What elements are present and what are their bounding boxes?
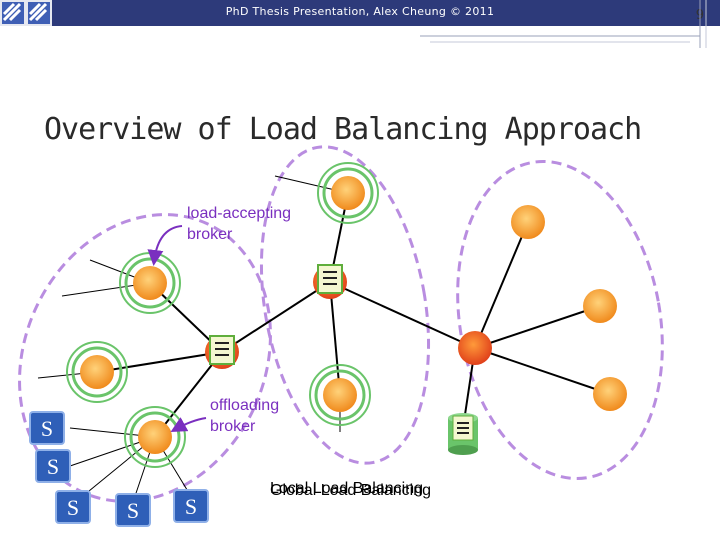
label-offloading-line2: broker xyxy=(210,418,256,435)
subscriber-box: S xyxy=(115,493,151,527)
subscriber-box: S xyxy=(55,490,91,524)
broker-right-top xyxy=(511,205,545,239)
header-bar: PhD Thesis Presentation, Alex Cheung © 2… xyxy=(0,0,720,26)
subscriber-box: S xyxy=(35,449,71,483)
svg-text:S: S xyxy=(41,416,53,441)
broker-right-hub xyxy=(458,331,492,365)
broker-top-middle xyxy=(317,162,379,224)
svg-text:S: S xyxy=(185,494,197,519)
logo-icon xyxy=(2,2,50,24)
label-offloading-line1: offloading xyxy=(210,397,279,414)
broker-right-bottom xyxy=(593,377,627,411)
svg-text:S: S xyxy=(67,495,79,520)
slide-title: Overview of Load Balancing Approach xyxy=(44,112,642,147)
broker-load-accepting xyxy=(119,252,181,314)
broker-right-middle xyxy=(583,289,617,323)
database-icon xyxy=(448,413,478,455)
caption-global: Global Load Balancing xyxy=(270,482,431,499)
svg-text:S: S xyxy=(47,454,59,479)
broker-left-middle xyxy=(66,341,128,403)
broker-offloading xyxy=(124,406,186,468)
caption-local: Local Load Balancing xyxy=(270,480,423,497)
local-group-middle-outline xyxy=(259,145,431,465)
label-load-accepting-line2: broker xyxy=(187,226,233,243)
header-decoration xyxy=(420,0,707,48)
offloading-arrow xyxy=(170,417,207,432)
local-group-left-outline xyxy=(18,213,272,503)
subscriber-box: S xyxy=(29,411,65,445)
document-icon xyxy=(209,335,235,365)
logo xyxy=(0,0,52,26)
load-accepting-arrow xyxy=(147,225,183,266)
subscriber-box: S xyxy=(173,489,209,523)
header-text: PhD Thesis Presentation, Alex Cheung © 2… xyxy=(225,5,495,18)
broker-middle-bottom xyxy=(309,364,371,426)
local-group-right-outline xyxy=(456,159,664,481)
document-icon xyxy=(317,264,343,294)
label-load-accepting-line1: load-accepting xyxy=(187,205,291,222)
svg-text:S: S xyxy=(127,498,139,523)
